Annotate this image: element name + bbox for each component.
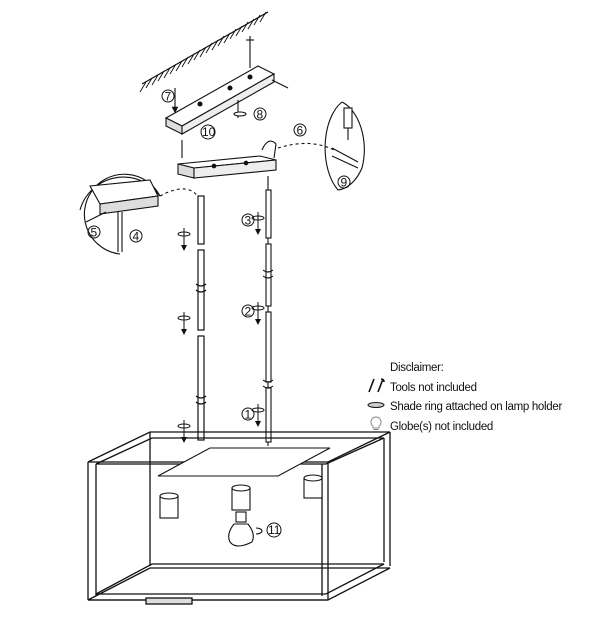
- legend-item-tools: Tools not included: [362, 377, 612, 399]
- legend-text-bulb: Globe(s) not included: [390, 420, 494, 433]
- svg-text:8: 8: [257, 108, 264, 122]
- svg-text:5: 5: [91, 226, 98, 240]
- svg-text:9: 9: [341, 176, 348, 190]
- svg-text:6: 6: [297, 124, 304, 138]
- right-rod: [262, 176, 274, 446]
- svg-text:7: 7: [165, 90, 172, 104]
- disclaimer-title: Disclaimer:: [390, 362, 444, 374]
- disclaimer-legend: Disclaimer: Tools not included Shade rin…: [362, 360, 612, 438]
- legend-item-shade-ring: Shade ring attached on lamp holder: [362, 399, 612, 416]
- step-7: 7: [161, 89, 175, 104]
- step-3: 3: [241, 213, 255, 228]
- svg-text:4: 4: [133, 230, 140, 244]
- step-5: 5: [87, 225, 101, 240]
- step-1: 1: [241, 407, 255, 422]
- svg-text:2: 2: [245, 305, 252, 319]
- svg-text:11: 11: [268, 523, 281, 537]
- lamp-holders: [157, 447, 331, 519]
- detail-callout-left: [79, 173, 201, 255]
- ceiling: [139, 11, 269, 93]
- svg-text:1: 1: [245, 408, 252, 422]
- legend-text-tools: Tools not included: [390, 381, 477, 394]
- canopy: [177, 140, 277, 179]
- step-2: 2: [241, 304, 255, 319]
- bulb-icon: [362, 416, 390, 438]
- step-4: 4: [129, 229, 143, 244]
- step-labels: 1 2 3 4 5 6 7 8 9 10 11: [87, 89, 351, 538]
- left-rod-arrows: [177, 228, 191, 443]
- tools-icon: [362, 377, 390, 399]
- right-rod-arrows: [251, 212, 265, 427]
- detail-callout-right: [277, 101, 365, 191]
- shade-ring-icon: [362, 399, 390, 416]
- bulb: [228, 511, 263, 547]
- step-6: 6: [293, 123, 307, 138]
- step-11: 11: [266, 522, 282, 538]
- legend-item-bulb: Globe(s) not included: [362, 416, 612, 438]
- svg-text:10: 10: [202, 125, 216, 139]
- svg-text:3: 3: [245, 214, 252, 228]
- left-rod: [195, 195, 207, 441]
- step-10: 10: [200, 124, 216, 140]
- legend-text-shade-ring: Shade ring attached on lamp holder: [390, 401, 563, 413]
- step-9: 9: [337, 175, 351, 190]
- step-8: 8: [253, 107, 267, 122]
- mounting-bracket: [164, 36, 289, 158]
